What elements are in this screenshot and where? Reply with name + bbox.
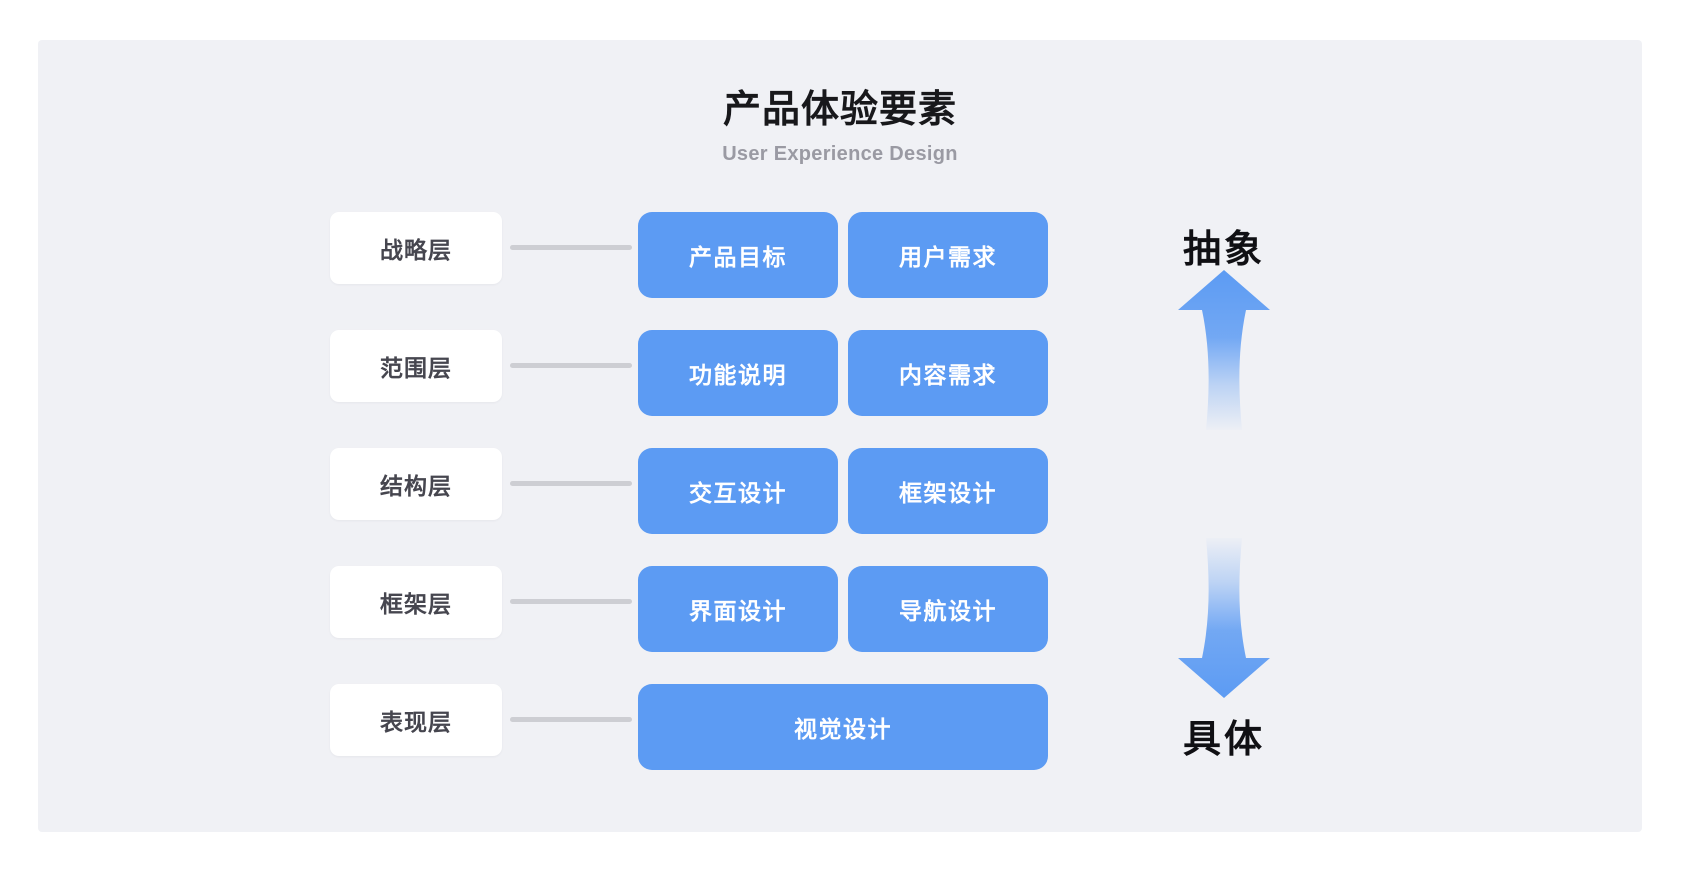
- element-card-label: 用户需求: [899, 244, 997, 270]
- element-card-label: 界面设计: [689, 598, 787, 624]
- page-subtitle: User Experience Design: [722, 142, 958, 165]
- layer-card-label: 范围层: [380, 355, 452, 381]
- arrow-down-gradient-icon: [1178, 538, 1270, 698]
- element-card-label: 导航设计: [899, 598, 997, 624]
- connector-line: [510, 481, 632, 486]
- element-card-label: 交互设计: [689, 480, 787, 506]
- layer-card-structure[interactable]: 结构层: [330, 448, 502, 520]
- element-card-navigation-design[interactable]: 导航设计: [848, 566, 1048, 652]
- element-card-label: 功能说明: [689, 362, 787, 388]
- element-card-interface-design[interactable]: 界面设计: [638, 566, 838, 652]
- layer-card-strategy[interactable]: 战略层: [330, 212, 502, 284]
- layers-diagram: 战略层 产品目标 用户需求 范围层 功能说明: [38, 208, 1642, 788]
- arrow-up-gradient-icon: [1178, 270, 1270, 430]
- layer-card-label: 结构层: [380, 473, 452, 499]
- layer-card-scope[interactable]: 范围层: [330, 330, 502, 402]
- element-card-information-architecture[interactable]: 框架设计: [848, 448, 1048, 534]
- header: 产品体验要素 User Experience Design: [38, 88, 1642, 166]
- diagram-row: 战略层 产品目标 用户需求: [38, 212, 1642, 298]
- element-card-label: 产品目标: [689, 244, 787, 270]
- element-card-label: 视觉设计: [794, 716, 892, 742]
- layer-card-skeleton[interactable]: 框架层: [330, 566, 502, 638]
- axis-label-concrete: 具体: [1182, 719, 1265, 761]
- abstraction-axis: 抽象: [1114, 208, 1334, 788]
- diagram-row: 框架层 界面设计 导航设计: [38, 566, 1642, 652]
- element-card-user-needs[interactable]: 用户需求: [848, 212, 1048, 298]
- connector-line: [510, 717, 632, 722]
- element-card-label: 框架设计: [899, 480, 997, 506]
- layer-card-label: 表现层: [380, 709, 452, 735]
- connector-line: [510, 363, 632, 368]
- connector-line: [510, 599, 632, 604]
- element-card-visual-design[interactable]: 视觉设计: [638, 684, 1048, 770]
- element-card-content-requirements[interactable]: 内容需求: [848, 330, 1048, 416]
- layer-card-surface[interactable]: 表现层: [330, 684, 502, 756]
- axis-label-abstract: 抽象: [1182, 229, 1265, 271]
- diagram-panel: 产品体验要素 User Experience Design 战略层 产品目标 用…: [38, 40, 1642, 832]
- diagram-row: 结构层 交互设计 框架设计: [38, 448, 1642, 534]
- element-card-label: 内容需求: [899, 362, 997, 388]
- layer-card-label: 框架层: [380, 591, 452, 617]
- page-title: 产品体验要素: [722, 89, 957, 131]
- layer-card-label: 战略层: [380, 237, 452, 263]
- diagram-row: 范围层 功能说明 内容需求: [38, 330, 1642, 416]
- diagram-row: 表现层 视觉设计: [38, 684, 1642, 770]
- element-card-product-goal[interactable]: 产品目标: [638, 212, 838, 298]
- element-card-functional-spec[interactable]: 功能说明: [638, 330, 838, 416]
- element-card-interaction-design[interactable]: 交互设计: [638, 448, 838, 534]
- connector-line: [510, 245, 632, 250]
